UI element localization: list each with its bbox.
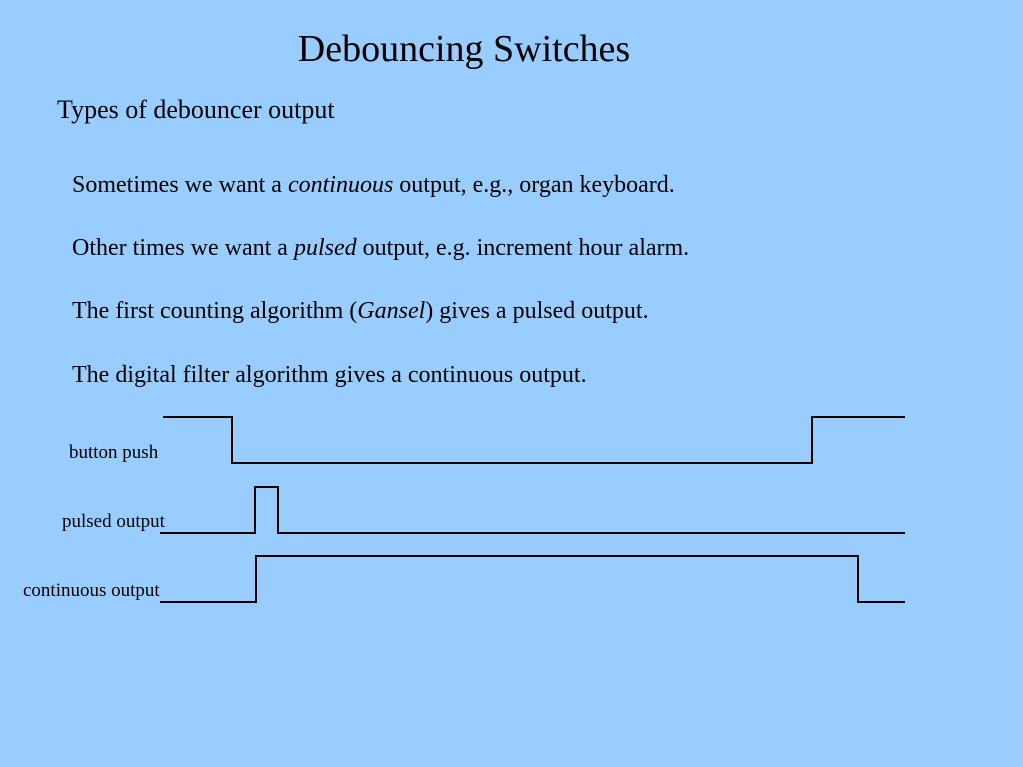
slide-subtitle: Types of debouncer output: [57, 95, 335, 124]
bullet-text: Sometimes we want a: [72, 172, 288, 198]
bullet-text: output, e.g. increment hour alarm.: [356, 235, 690, 261]
button-push-label: button push: [69, 442, 159, 463]
bullet-text: ) gives a pulsed output.: [425, 298, 649, 324]
pulsed-output-waveform: [160, 486, 905, 534]
button-push-waveform: [163, 416, 905, 464]
bullet-digital-filter: The digital filter algorithm gives a con…: [72, 360, 587, 390]
bullet-emphasis: Gansel: [357, 298, 426, 324]
bullet-text: Other times we want a: [72, 235, 294, 261]
continuous-output-waveform: [160, 555, 905, 603]
continuous-output-label: continuous output: [23, 580, 160, 601]
bullet-continuous: Sometimes we want a continuous output, e…: [72, 170, 675, 200]
slide-title: Debouncing Switches: [297, 28, 631, 70]
pulsed-output-label: pulsed output: [62, 511, 165, 532]
bullet-emphasis: continuous: [287, 172, 394, 198]
bullet-gansel: The first counting algorithm (Gansel) gi…: [72, 296, 649, 326]
bullet-text: The first counting algorithm (: [72, 298, 358, 324]
bullet-text: output, e.g., organ keyboard.: [393, 172, 675, 198]
bullet-emphasis: pulsed: [293, 235, 357, 261]
bullet-pulsed: Other times we want a pulsed output, e.g…: [72, 233, 689, 263]
bullet-text: The digital filter algorithm gives a con…: [72, 362, 587, 388]
